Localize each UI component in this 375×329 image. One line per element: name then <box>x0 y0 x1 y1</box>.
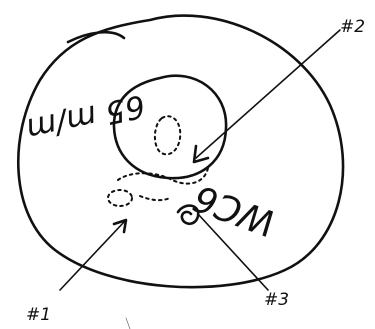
center-dotted-spot <box>155 116 180 154</box>
inner-code-label-group: WC6 <box>188 176 281 243</box>
stray-mark <box>126 318 130 329</box>
small-dotted-oval <box>108 190 132 206</box>
outer-measurement-label: 65 m/m <box>23 87 148 147</box>
outer-measurement-label-group: 65 m/m <box>23 87 148 147</box>
marker-1-arrow-line <box>60 222 124 290</box>
outer-hook-line <box>68 32 124 42</box>
inner-code-label: WC6 <box>188 176 281 243</box>
dotted-connector <box>140 196 170 200</box>
outer-circle <box>18 16 343 288</box>
marker-2-label: #2 <box>340 17 365 37</box>
marker-1-label: #1 <box>26 305 51 325</box>
marker-3-label: #3 <box>264 290 289 310</box>
marker-2-arrow-line <box>196 30 340 158</box>
